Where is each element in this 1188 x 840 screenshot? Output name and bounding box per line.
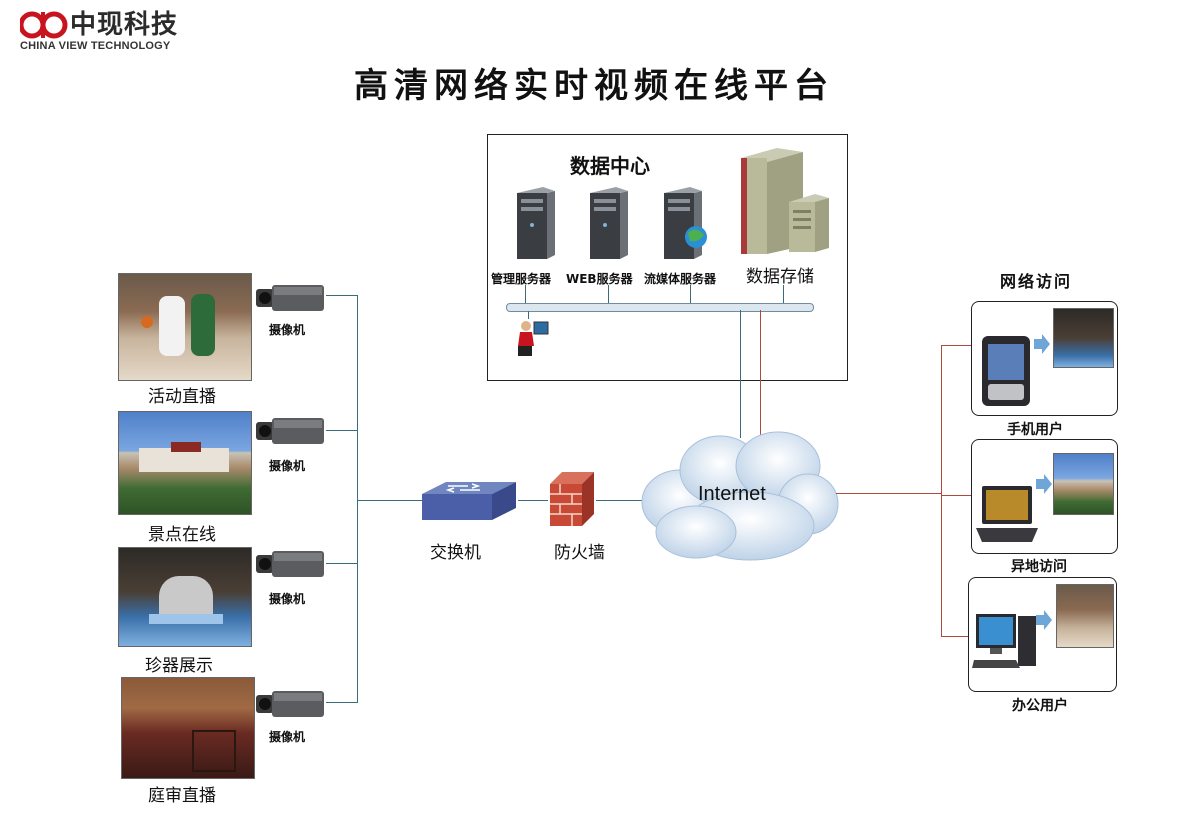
mobile-user-label: 手机用户: [1007, 422, 1063, 438]
desktop-computer-icon: [972, 614, 1036, 668]
internet-cloud-icon: [641, 431, 839, 561]
network-switch-icon: [422, 482, 516, 520]
scenic-spot-photo: [118, 411, 252, 515]
scenic-spot-label: 景点在线: [148, 525, 216, 545]
company-logo-icon: [20, 11, 68, 39]
remote-access-label: 异地访问: [1011, 559, 1067, 575]
arrow-right-icon: [1036, 610, 1052, 630]
logo-chinese-text: 中现科技: [70, 10, 179, 40]
treasure-display-photo: [118, 547, 252, 647]
camera-label: 摄像机: [269, 730, 306, 744]
camera-label: 摄像机: [269, 592, 306, 606]
streaming-server-icon: [664, 187, 707, 259]
switch-label: 交换机: [430, 543, 481, 563]
office-preview-photo: [1056, 584, 1114, 648]
lan-bus: [506, 303, 814, 312]
management-server-icon: [517, 187, 555, 259]
page-title: 高清网络实时视频在线平台: [354, 66, 834, 106]
arrow-right-icon: [1034, 334, 1050, 354]
camera-icon: [256, 551, 324, 577]
live-event-photo: [118, 273, 252, 381]
office-user-label: 办公用户: [1012, 698, 1068, 714]
web-server-icon: [590, 187, 628, 259]
network-access-title: 网络访问: [1000, 272, 1073, 291]
web-server-label: WEB服务器: [566, 272, 633, 286]
storage-array-icon: [741, 148, 829, 254]
remote-preview-photo: [1053, 453, 1114, 515]
mobile-phone-icon: [982, 336, 1030, 406]
admin-operator-icon: [518, 321, 549, 356]
firewall-label: 防火墙: [554, 543, 605, 563]
camera-icon: [256, 691, 324, 717]
live-event-label: 活动直播: [148, 387, 216, 407]
treasure-display-label: 珍器展示: [145, 656, 213, 676]
camera-label: 摄像机: [269, 459, 306, 473]
laptop-icon: [976, 486, 1038, 542]
internet-label: Internet: [698, 483, 766, 505]
court-hearing-photo: [121, 677, 255, 779]
storage-label: 数据存储: [746, 267, 814, 287]
court-hearing-label: 庭审直播: [148, 786, 216, 806]
data-center-title: 数据中心: [570, 154, 650, 178]
streaming-server-label: 流媒体服务器: [644, 272, 717, 286]
camera-icon: [256, 285, 324, 311]
management-server-label: 管理服务器: [491, 272, 552, 286]
mobile-preview-photo: [1053, 308, 1114, 368]
firewall-icon: [550, 472, 594, 526]
camera-label: 摄像机: [269, 323, 306, 337]
arrow-right-icon: [1036, 474, 1052, 494]
camera-icon: [256, 418, 324, 444]
logo-english-text: CHINA VIEW TECHNOLOGY: [20, 40, 171, 52]
